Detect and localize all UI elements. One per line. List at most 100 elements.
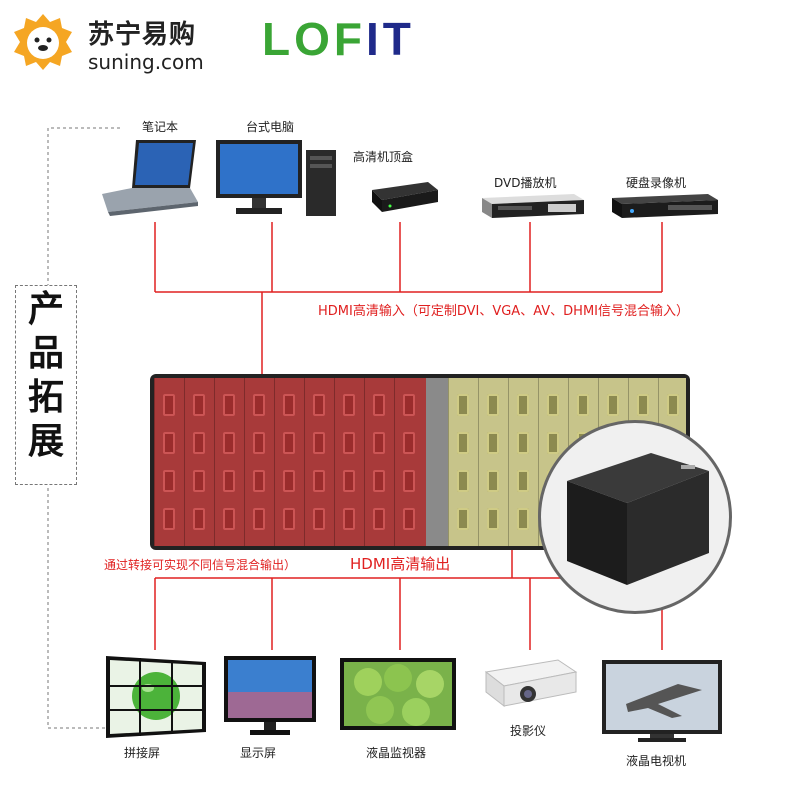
- hdmi-port: [547, 394, 559, 416]
- input-set-top-box-label: 高清机顶盒: [353, 148, 413, 165]
- input-card-panel: [154, 378, 426, 546]
- hdmi-port: [403, 508, 415, 530]
- card-slot: [154, 378, 155, 546]
- hdmi-port: [193, 508, 205, 530]
- hdmi-port: [457, 394, 469, 416]
- card-slot: [334, 378, 335, 546]
- hdmi-port: [313, 508, 325, 530]
- hdmi-port: [667, 394, 679, 416]
- hdmi-port: [373, 508, 385, 530]
- hdmi-port: [163, 432, 175, 454]
- hdmi-port: [343, 508, 355, 530]
- output-lcd-monitor-label: 液晶监视器: [366, 744, 426, 761]
- hdmi-port: [193, 394, 205, 416]
- hdmi-port: [487, 394, 499, 416]
- output-lcd-tv: 液晶电视机: [598, 652, 726, 770]
- input-desktop-label: 台式电脑: [246, 118, 294, 135]
- input-dvd-player: DVD播放机: [478, 172, 588, 222]
- hdmi-port: [403, 470, 415, 492]
- hdmi-port: [373, 470, 385, 492]
- hdmi-port: [223, 470, 235, 492]
- hdmi-port: [283, 470, 295, 492]
- input-ports: [154, 378, 426, 546]
- hdmi-port: [343, 394, 355, 416]
- hdmi-port: [253, 470, 265, 492]
- hdmi-port: [313, 470, 325, 492]
- hdmi-port: [373, 394, 385, 416]
- card-slot: [508, 378, 509, 546]
- chassis-product-photo: [538, 420, 732, 614]
- hdmi-port: [487, 432, 499, 454]
- hdmi-port: [487, 470, 499, 492]
- hdmi-port: [403, 432, 415, 454]
- hdmi-port: [313, 432, 325, 454]
- hdmi-port: [343, 432, 355, 454]
- hdmi-port: [223, 394, 235, 416]
- hdmi-port: [517, 394, 529, 416]
- card-slot: [214, 378, 215, 546]
- hdmi-port: [403, 394, 415, 416]
- hdmi-port: [373, 432, 385, 454]
- input-laptop-label: 笔记本: [142, 118, 178, 135]
- hard-disk-recorder-icon: [608, 192, 723, 220]
- hdmi-port: [517, 432, 529, 454]
- lcd-tv-icon: [598, 654, 726, 744]
- hdmi-port: [637, 394, 649, 416]
- hdmi-port: [163, 470, 175, 492]
- dvd-player-icon: [478, 192, 588, 220]
- output-caption-prefix: 通过转接可实现不同信号混合输出）: [104, 556, 296, 573]
- hdmi-port: [487, 508, 499, 530]
- hdmi-port: [163, 394, 175, 416]
- hdmi-port: [253, 432, 265, 454]
- laptop-icon: [100, 136, 200, 216]
- input-set-top-box: 高清机顶盒: [348, 148, 448, 222]
- hdmi-port: [457, 508, 469, 530]
- hdmi-port: [223, 432, 235, 454]
- output-caption-main: HDMI高清输出: [350, 553, 450, 574]
- hdmi-port: [457, 432, 469, 454]
- input-dvd-player-label: DVD播放机: [494, 174, 556, 191]
- card-slot: [244, 378, 245, 546]
- video-wall-icon: [102, 652, 210, 738]
- input-hdd-recorder-label: 硬盘录像机: [626, 174, 686, 191]
- lcd-monitor-icon: [338, 654, 458, 734]
- hdmi-port: [163, 508, 175, 530]
- card-slot: [478, 378, 479, 546]
- hdmi-port: [283, 394, 295, 416]
- card-slot: [394, 378, 395, 546]
- input-caption: HDMI高清输入（可定制DVI、VGA、AV、DHMI信号混合输入）: [318, 300, 689, 319]
- set-top-box-icon: [368, 176, 440, 216]
- output-video-wall: 拼接屏: [102, 652, 210, 762]
- hdmi-port: [283, 508, 295, 530]
- hdmi-port: [457, 470, 469, 492]
- input-desktop: 台式电脑: [210, 118, 340, 218]
- hdmi-port: [193, 432, 205, 454]
- projector-icon: [480, 654, 580, 714]
- card-slot: [364, 378, 365, 546]
- hdmi-port: [223, 508, 235, 530]
- hdmi-port: [193, 470, 205, 492]
- card-slot: [304, 378, 305, 546]
- output-lcd-tv-label: 液晶电视机: [626, 752, 686, 769]
- output-monitor-label: 显示屏: [240, 744, 276, 761]
- hdmi-port: [253, 394, 265, 416]
- hdmi-port: [253, 508, 265, 530]
- hdmi-port: [517, 508, 529, 530]
- card-slot: [274, 378, 275, 546]
- output-projector-label: 投影仪: [510, 722, 546, 739]
- hdmi-port: [343, 470, 355, 492]
- output-monitor: 显示屏: [220, 652, 320, 762]
- hdmi-port: [283, 432, 295, 454]
- input-laptop: 笔记本: [100, 118, 200, 218]
- card-slot: [184, 378, 185, 546]
- chassis-box-icon: [541, 423, 729, 611]
- output-lcd-monitor: 液晶监视器: [338, 652, 458, 762]
- output-projector: 投影仪: [480, 652, 580, 762]
- hdmi-port: [313, 394, 325, 416]
- desktop-computer-icon: [210, 136, 340, 218]
- card-slot: [448, 378, 449, 546]
- input-hdd-recorder: 硬盘录像机: [608, 172, 723, 222]
- divider-card: [426, 378, 448, 546]
- hdmi-port: [517, 470, 529, 492]
- monitor-icon: [220, 652, 320, 738]
